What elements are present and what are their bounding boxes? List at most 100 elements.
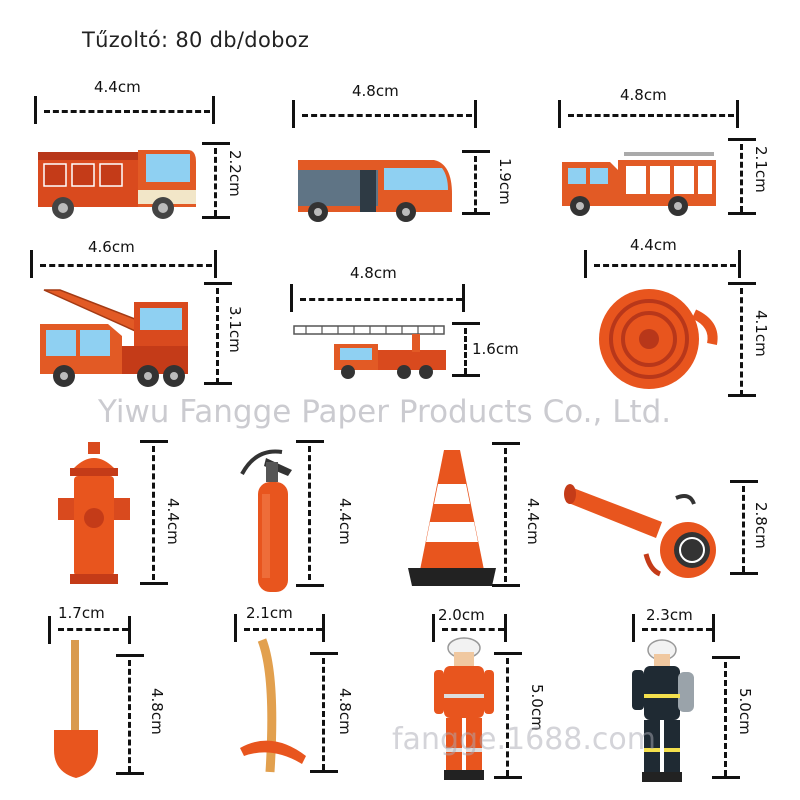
- fire-truck-2-height: 2.1cm: [752, 146, 770, 193]
- width-dimension-line: [300, 298, 462, 301]
- bus-height: 1.9cm: [496, 158, 514, 205]
- dimension-tick: [296, 440, 324, 443]
- height-dimension-line: [742, 486, 745, 572]
- dimension-tick: [202, 142, 230, 145]
- leaf-blower-icon: [564, 484, 716, 578]
- dimension-tick: [492, 442, 520, 445]
- firefighter-with-tank-icon: [632, 639, 694, 782]
- height-dimension-line: [464, 328, 467, 374]
- shovel-width: 1.7cm: [58, 604, 105, 622]
- dimension-tick: [116, 654, 144, 657]
- hydrant-height: 4.4cm: [164, 498, 182, 545]
- height-dimension-line: [724, 662, 727, 776]
- dimension-tick: [30, 250, 33, 278]
- height-dimension-line: [740, 144, 743, 212]
- shovel-icon: [54, 640, 98, 778]
- hose-reel-icon: [599, 289, 718, 389]
- dimension-tick: [494, 652, 522, 655]
- dimension-tick: [204, 382, 232, 385]
- firefighter-1-width: 2.0cm: [438, 606, 485, 624]
- bus-icon: [298, 160, 452, 222]
- width-dimension-line: [58, 628, 128, 631]
- dimension-tick: [712, 656, 740, 659]
- dimension-tick: [474, 100, 477, 128]
- dimension-tick: [504, 614, 507, 642]
- extinguisher-height: 4.4cm: [336, 498, 354, 545]
- height-dimension-line: [740, 288, 743, 396]
- width-dimension-line: [568, 114, 734, 117]
- height-dimension-line: [216, 288, 219, 384]
- dimension-tick: [452, 374, 480, 377]
- dimension-tick: [296, 584, 324, 587]
- fire-truck-1-width: 4.4cm: [94, 78, 141, 96]
- fire-truck-2-width: 4.8cm: [620, 86, 667, 104]
- company-watermark: Yiwu Fangge Paper Products Co., Ltd.: [98, 394, 672, 430]
- dimension-tick: [34, 96, 37, 124]
- height-dimension-line: [474, 156, 477, 214]
- shovel-height: 4.8cm: [148, 688, 166, 735]
- dimension-tick: [632, 614, 635, 642]
- dimension-tick: [48, 616, 51, 644]
- traffic-cone-height: 4.4cm: [524, 498, 542, 545]
- hose-reel-width: 4.4cm: [630, 236, 677, 254]
- bus-width: 4.8cm: [352, 82, 399, 100]
- dimension-tick: [728, 394, 756, 397]
- dimension-tick: [712, 614, 715, 642]
- dimension-tick: [728, 138, 756, 141]
- dimension-tick: [712, 776, 740, 779]
- traffic-cone-icon: [408, 450, 496, 586]
- dimension-tick: [128, 616, 131, 644]
- page-title: Tűzoltó: 80 db/doboz: [82, 28, 310, 52]
- dimension-tick: [730, 480, 758, 483]
- dimension-tick: [292, 100, 295, 128]
- axe-icon: [240, 638, 306, 773]
- site-watermark: fangge.1688.com: [392, 722, 656, 757]
- height-dimension-line: [152, 446, 155, 580]
- ladder-truck-width: 4.8cm: [350, 264, 397, 282]
- dimension-tick: [290, 284, 293, 312]
- crane-truck-width: 4.6cm: [88, 238, 135, 256]
- height-dimension-line: [214, 148, 217, 216]
- blower-height: 2.8cm: [752, 502, 770, 549]
- firefighter-2-width: 2.3cm: [646, 606, 693, 624]
- fire-extinguisher-icon: [240, 449, 292, 592]
- crane-truck-icon: [40, 289, 188, 387]
- width-dimension-line: [244, 628, 322, 631]
- axe-width: 2.1cm: [246, 604, 293, 622]
- dimension-tick: [462, 284, 465, 312]
- fire-truck-icon: [562, 152, 716, 216]
- dimension-tick: [728, 282, 756, 285]
- dimension-tick: [492, 584, 520, 587]
- crane-truck-height: 3.1cm: [226, 306, 244, 353]
- dimension-tick: [310, 770, 338, 773]
- dimension-tick: [234, 614, 237, 642]
- height-dimension-line: [308, 446, 311, 580]
- fire-truck-1-height: 2.2cm: [226, 150, 244, 197]
- ladder-truck-height: 1.6cm: [472, 340, 519, 358]
- height-dimension-line: [506, 658, 509, 776]
- height-dimension-line: [504, 448, 507, 582]
- width-dimension-line: [40, 264, 212, 267]
- dimension-tick: [452, 322, 480, 325]
- firefighter-icon: [434, 637, 494, 780]
- dimension-tick: [322, 614, 325, 642]
- dimension-tick: [212, 96, 215, 124]
- dimension-tick: [738, 250, 741, 278]
- hose-reel-height: 4.1cm: [752, 310, 770, 357]
- dimension-tick: [584, 250, 587, 278]
- dimension-tick: [462, 150, 490, 153]
- dimension-tick: [730, 572, 758, 575]
- width-dimension-line: [594, 264, 736, 267]
- dimension-tick: [462, 212, 490, 215]
- dimension-tick: [310, 652, 338, 655]
- firefighter-2-height: 5.0cm: [736, 688, 754, 735]
- width-dimension-line: [442, 628, 504, 631]
- dimension-tick: [116, 772, 144, 775]
- axe-height: 4.8cm: [336, 688, 354, 735]
- dimension-tick: [140, 582, 168, 585]
- dimension-tick: [736, 100, 739, 128]
- dimension-tick: [214, 250, 217, 278]
- dimension-tick: [432, 614, 435, 642]
- dimension-tick: [728, 212, 756, 215]
- height-dimension-line: [128, 660, 131, 772]
